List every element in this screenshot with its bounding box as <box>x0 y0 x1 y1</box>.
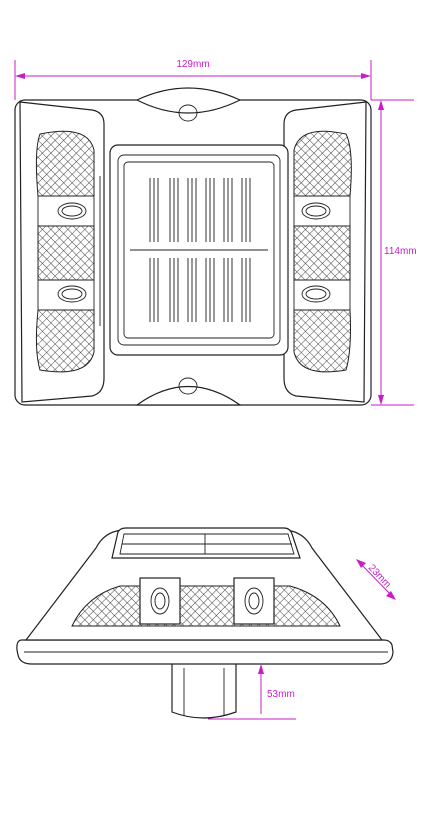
solar-panel-surface <box>123 161 275 339</box>
left-reflector-hatch-bottom <box>35 309 95 373</box>
bottom-mounting-hole <box>178 377 198 395</box>
width-dimension: 129mm <box>14 59 372 100</box>
left-lens-lower-icon <box>57 285 87 303</box>
anchor-stem <box>171 659 237 719</box>
solar-panel-frame-inner <box>117 154 281 346</box>
stem-dimension-label: 53mm <box>267 689 295 700</box>
side-reflector-hatch <box>71 585 341 627</box>
top-mounting-hole <box>178 104 198 122</box>
bottom-mounting-notch <box>135 386 242 406</box>
stem-dimension: 53mm <box>208 664 296 720</box>
side-lens-left-icon <box>150 587 170 615</box>
right-lens-upper-icon <box>301 202 331 220</box>
width-dimension-label: 129mm <box>176 59 209 70</box>
right-reflector-hatch-bottom <box>293 309 351 373</box>
left-lens-lower-frame <box>37 279 95 311</box>
left-lens-upper-frame <box>37 195 95 227</box>
side-lens-right-icon <box>244 587 264 615</box>
left-reflector-hatch-top <box>35 130 95 197</box>
top-mounting-notch <box>135 87 242 114</box>
length-dimension: 114mm <box>371 99 417 406</box>
side-view <box>16 527 394 719</box>
height-dimension: 23mm <box>356 559 396 600</box>
height-dimension-label: 23mm <box>366 563 393 591</box>
left-reflector-hatch-middle <box>37 225 95 281</box>
length-dimension-label: 114mm <box>384 246 417 257</box>
side-lens-right-frame <box>233 577 275 625</box>
right-reflector-hatch-top <box>293 130 352 197</box>
right-lens-upper-frame <box>293 195 351 227</box>
right-lens-lower-icon <box>301 285 331 303</box>
top-view <box>14 87 372 406</box>
solar-panel-cells <box>130 178 268 322</box>
left-lens-upper-icon <box>57 202 87 220</box>
right-lens-lower-frame <box>293 279 351 311</box>
side-solar-panel <box>111 527 301 559</box>
right-reflector-hatch-middle <box>293 225 351 281</box>
side-lens-left-frame <box>139 577 181 625</box>
